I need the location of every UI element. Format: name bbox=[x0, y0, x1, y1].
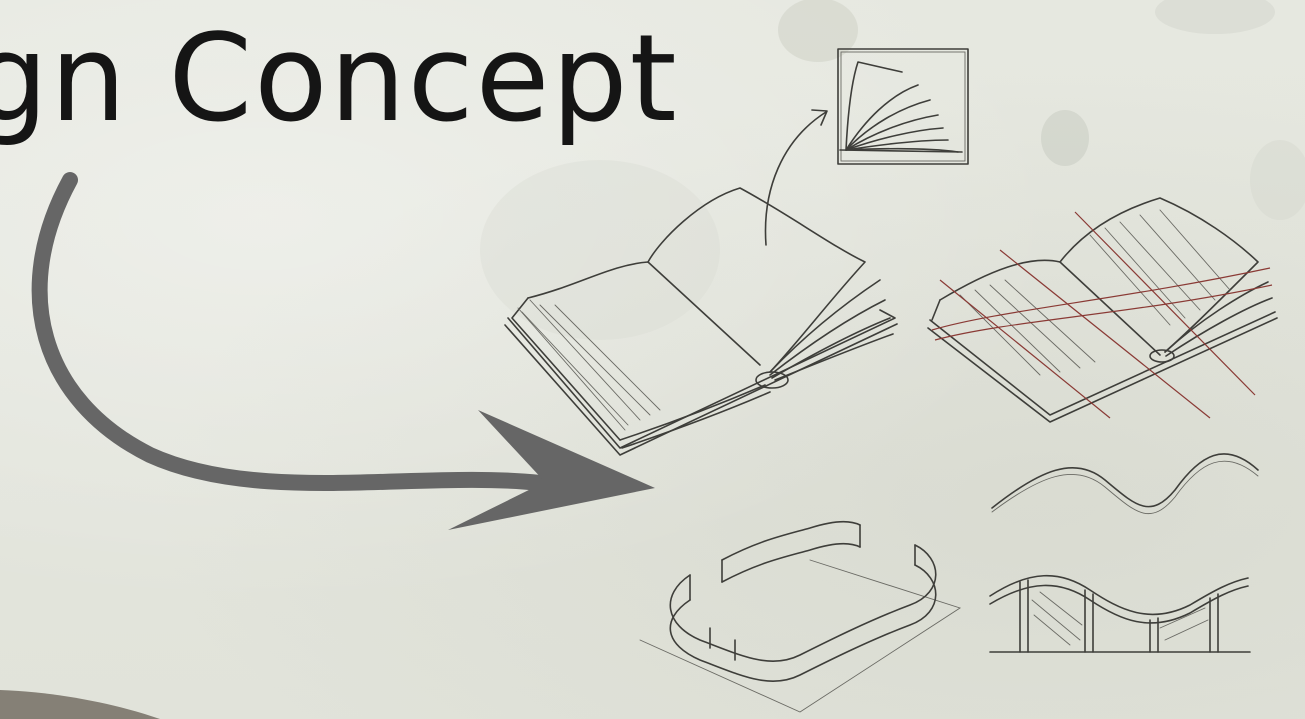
table-edge bbox=[0, 690, 160, 719]
pointer-arrow-icon bbox=[766, 110, 828, 245]
open-book-sketch bbox=[505, 188, 897, 455]
wave-roof-section-sketch bbox=[990, 576, 1250, 652]
page-fan-thumbnail bbox=[838, 49, 968, 164]
curved-wall-plan-sketch bbox=[640, 522, 960, 712]
open-book-red-lines-sketch bbox=[928, 198, 1277, 422]
wave-line-sketch bbox=[992, 454, 1258, 514]
